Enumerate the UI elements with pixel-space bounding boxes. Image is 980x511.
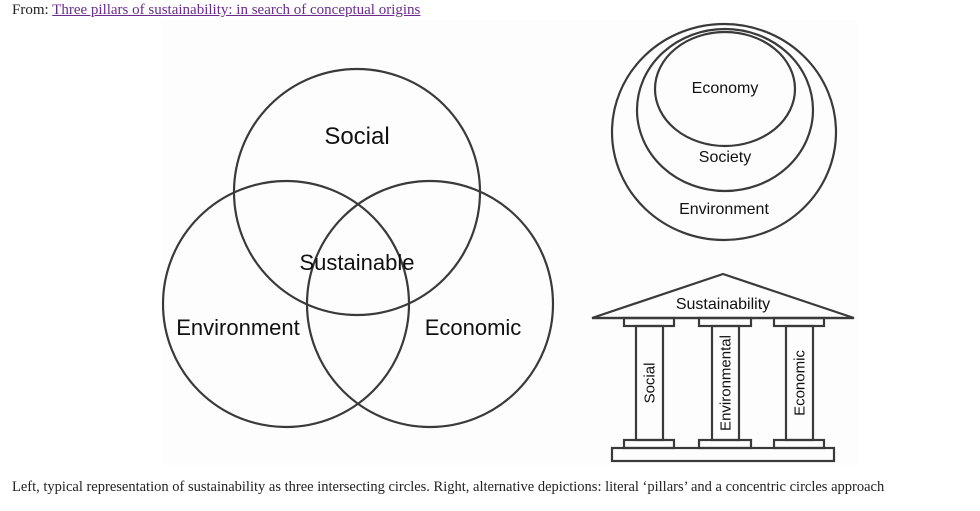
venn-circle-environment xyxy=(161,179,411,429)
source-prefix: From: xyxy=(12,2,49,18)
nested-circle-economy xyxy=(653,30,797,148)
diagram-canvas: Social Sustainable Environment Economic … xyxy=(161,22,855,463)
venn-label-environment: Environment xyxy=(176,315,300,340)
nested-label-environment: Environment xyxy=(679,201,769,218)
figure-panel xyxy=(162,20,858,465)
nested-circle-environment xyxy=(610,22,838,242)
temple-pillar-label-economic: Economic xyxy=(792,350,809,416)
source-article-link[interactable]: Three pillars of sustainability: in sear… xyxy=(52,2,421,18)
temple-pillar-label-environmental: Environmental xyxy=(718,335,735,431)
venn-label-sustainable: Sustainable xyxy=(300,250,415,275)
temple-base xyxy=(610,446,836,463)
temple-pillar-label-social: Social xyxy=(642,363,659,404)
venn-circle-social xyxy=(232,67,482,317)
figure-caption: Left, typical representation of sustaina… xyxy=(12,479,885,495)
venn-circle-economic xyxy=(305,179,555,429)
source-line: From: Three pillars of sustainability: i… xyxy=(12,2,420,19)
temple-roof-label: Sustainability xyxy=(676,296,770,313)
nested-circle-society xyxy=(635,27,815,193)
nested-label-economy: Economy xyxy=(692,80,759,97)
venn-label-economic: Economic xyxy=(425,315,522,340)
venn-label-social: Social xyxy=(324,123,389,150)
nested-label-society: Society xyxy=(699,149,751,166)
